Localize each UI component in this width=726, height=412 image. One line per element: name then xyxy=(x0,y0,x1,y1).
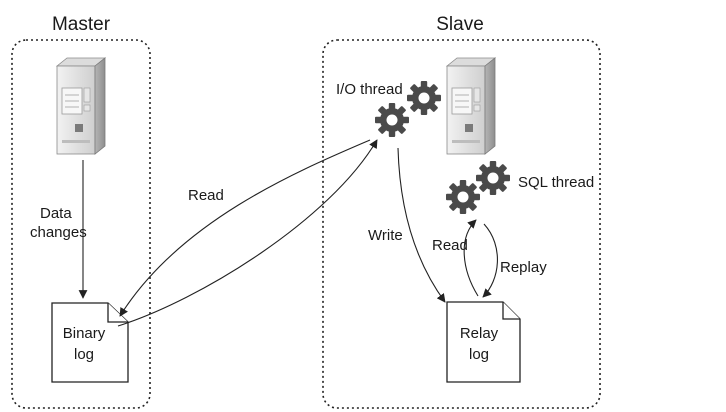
document-icon xyxy=(51,302,129,383)
relaylog-label-line1: Relay xyxy=(460,325,499,342)
slave-title: Slave xyxy=(436,14,484,35)
gear-icon xyxy=(476,161,510,195)
slave-pane xyxy=(322,39,601,409)
data-changes-label-line1: Data xyxy=(40,205,72,222)
read-relay-label: Read xyxy=(432,237,468,254)
binlog-label-line2: log xyxy=(74,346,94,363)
write-relay-arrow xyxy=(397,147,446,303)
binlog-label-line1: Binary xyxy=(63,325,106,342)
document-icon xyxy=(446,301,521,383)
relay-log-document: Relay log xyxy=(446,301,521,383)
read-binlog-label: Read xyxy=(188,187,224,204)
master-pane xyxy=(11,39,151,409)
sql-thread-label: SQL thread xyxy=(518,174,594,191)
server-icon xyxy=(56,57,106,155)
master-title: Master xyxy=(52,14,111,35)
data-changes-label-line2: changes xyxy=(30,224,87,241)
gear-icon xyxy=(446,180,480,214)
read-binlog-response-arrow xyxy=(117,139,378,327)
io-thread-label: I/O thread xyxy=(336,81,403,98)
read-binlog-request-arrow xyxy=(119,139,371,317)
replay-arrow xyxy=(482,223,498,298)
read-relay-arrow xyxy=(463,219,479,297)
replay-label: Replay xyxy=(500,259,547,276)
gear-icon xyxy=(375,103,409,137)
relaylog-label-line2: log xyxy=(469,346,489,363)
write-relay-label: Write xyxy=(368,227,403,244)
server-icon xyxy=(446,57,496,155)
gear-icon xyxy=(407,81,441,115)
binary-log-document: Binary log xyxy=(51,302,129,383)
